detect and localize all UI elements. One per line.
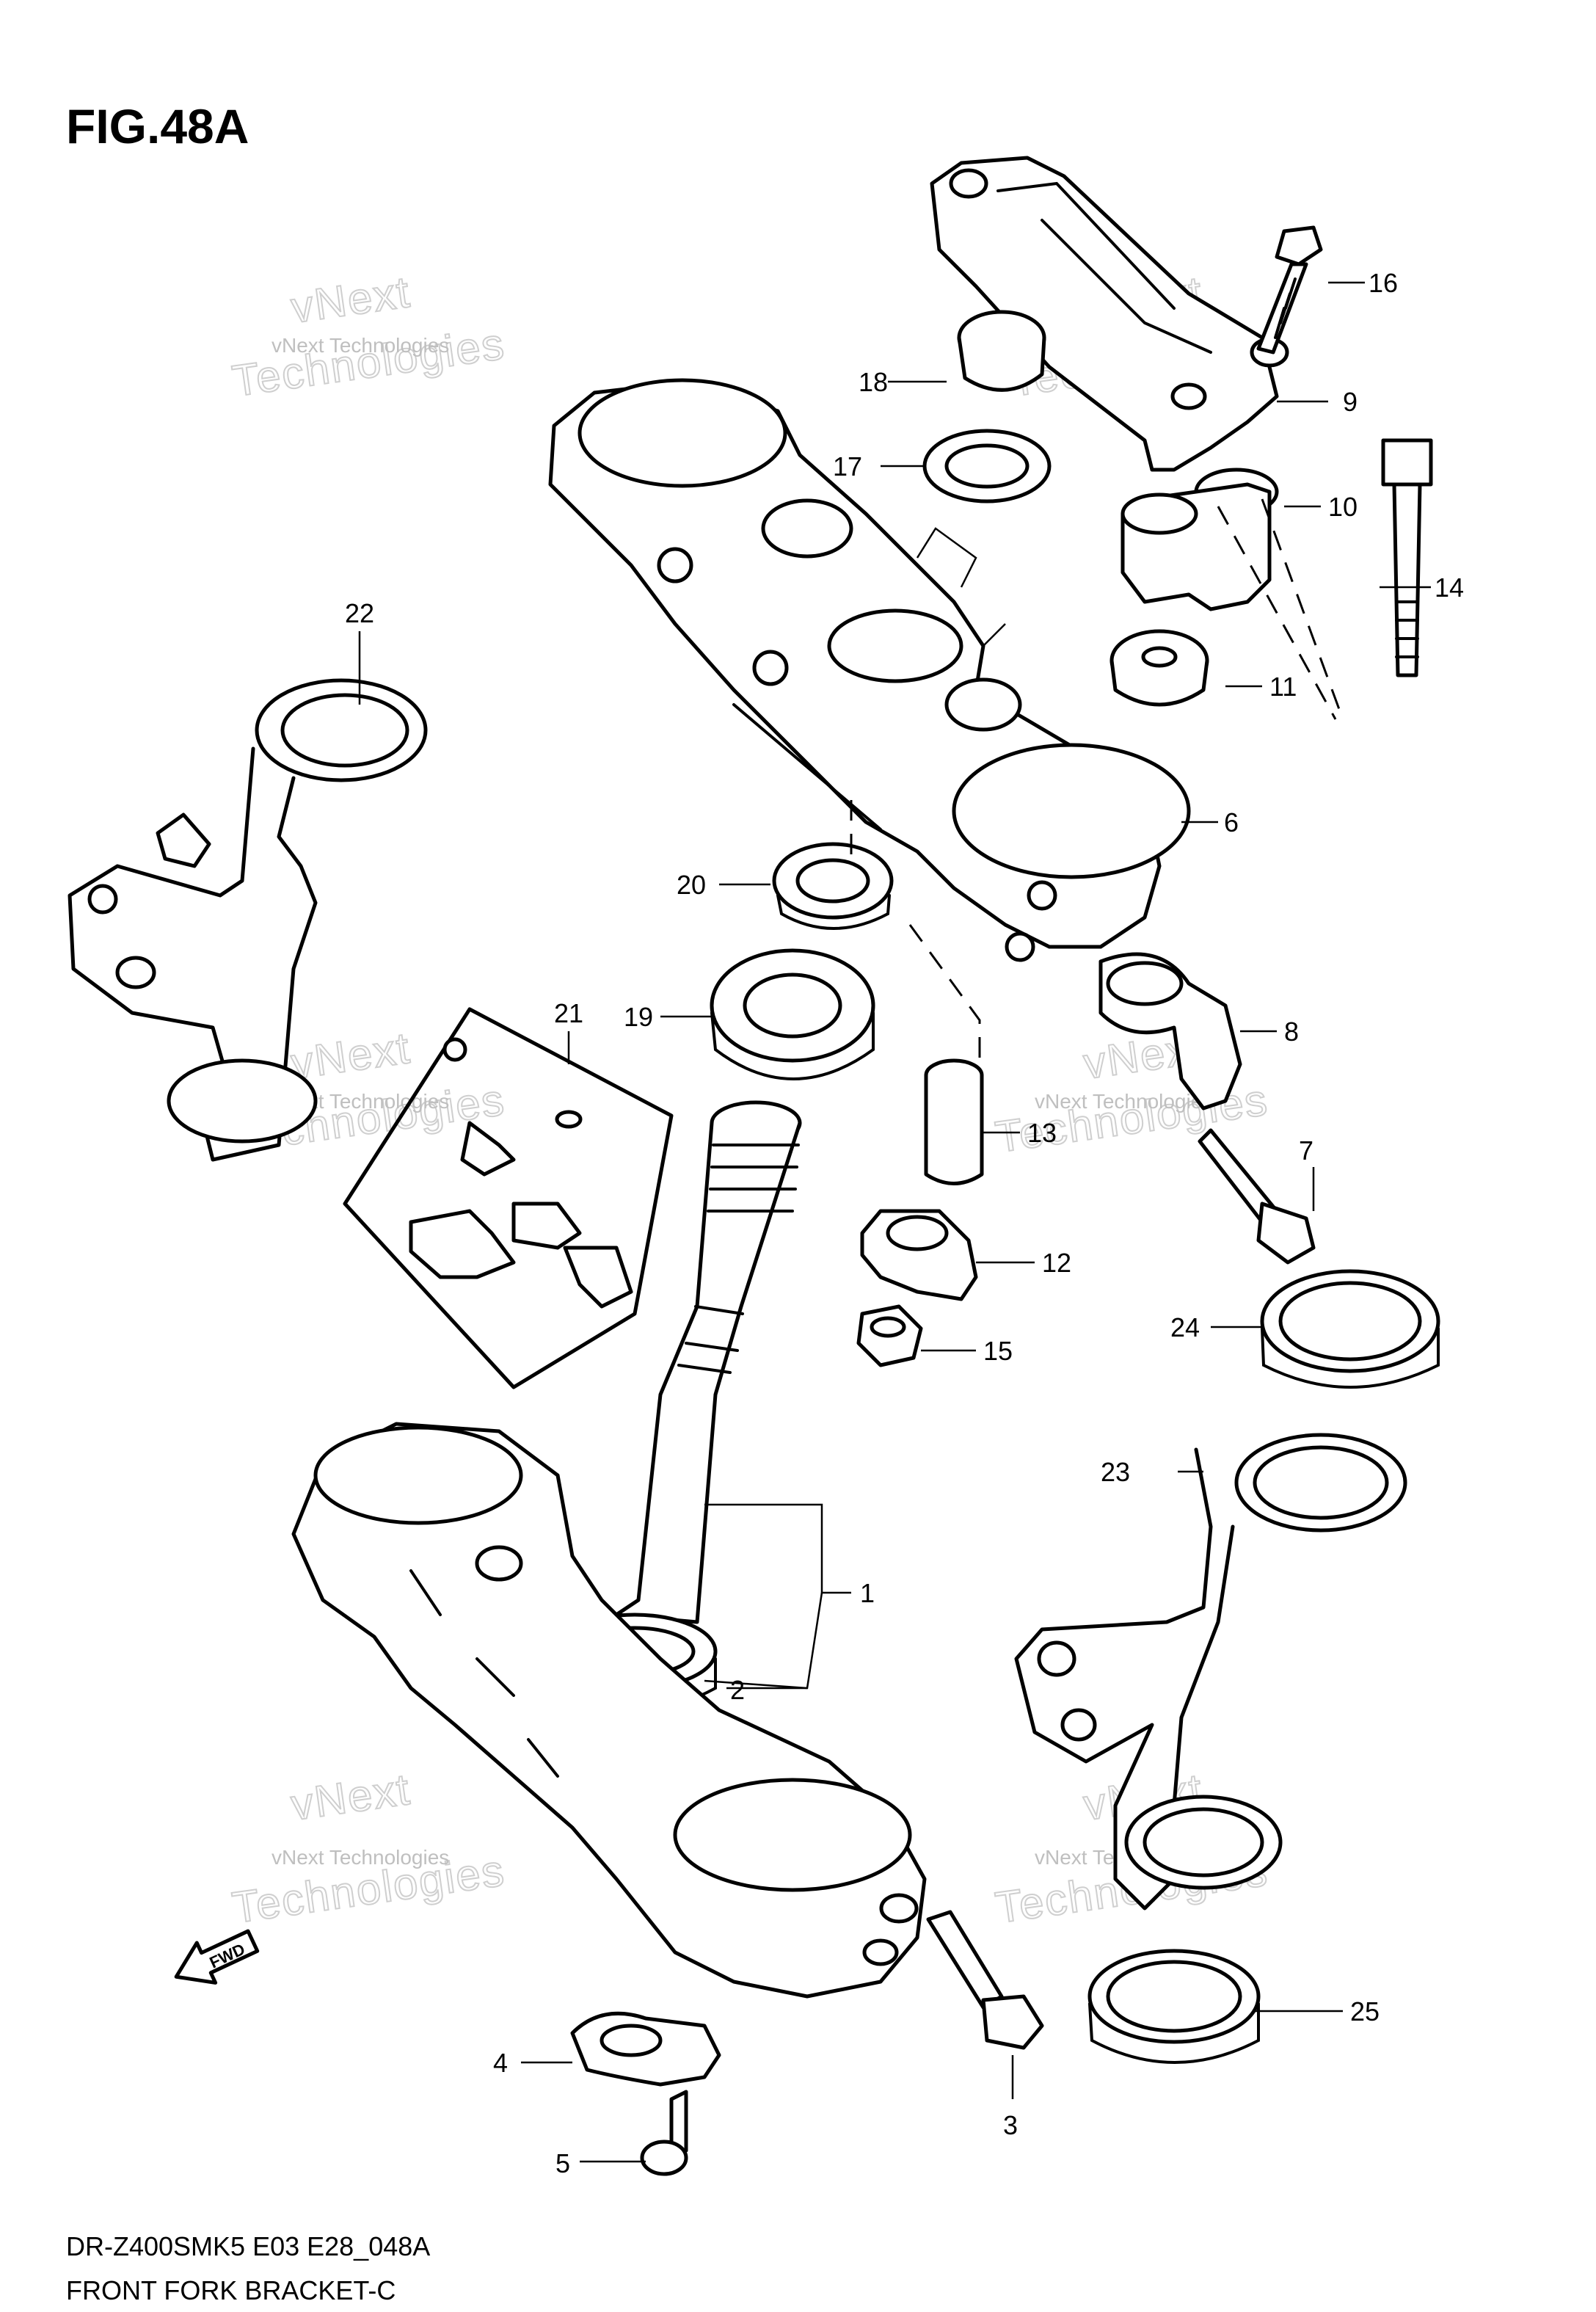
- part-7-bolt: [1198, 1128, 1316, 1265]
- callout-1: 1: [860, 1578, 875, 1608]
- callout-leaders: [358, 281, 1431, 2163]
- figure-title: FIG.48A: [66, 99, 249, 153]
- part-20-steering-nut: [772, 842, 894, 930]
- part-21-kit: [343, 1007, 674, 1389]
- watermark-brand: vNext: [288, 1764, 413, 1830]
- watermark-small: vNext Technologies: [272, 334, 449, 357]
- part-5-small-bolt: [640, 2090, 688, 2176]
- callout-labels: 1 2 3 4 5 6 7 8 9 10 11 12 13 14 15 16 1…: [345, 268, 1464, 2178]
- assembly-guides: [850, 498, 1344, 1064]
- part-10-collar: [1121, 468, 1279, 611]
- part-12-holder: [860, 1209, 978, 1301]
- part-19-bearing: [710, 948, 875, 1080]
- diagram-caption: FRONT FORK BRACKET-C: [66, 2275, 396, 2305]
- part-23-bracket: [1014, 1433, 1407, 1911]
- part-6-upper-bracket: [548, 378, 1191, 962]
- part-22-bracket: [68, 678, 428, 1162]
- watermark-brand: vNext: [288, 267, 413, 332]
- model-code: DR-Z400SMK5 E03 E28_048A: [66, 2231, 430, 2261]
- callout-5: 5: [555, 2148, 570, 2178]
- callout-21: 21: [554, 998, 583, 1028]
- callout-23: 23: [1101, 1457, 1130, 1487]
- part-24-dust-ring: [1260, 1269, 1440, 1389]
- watermark-bottom-left: vNext Technologies vNext Technologies: [228, 1764, 509, 1933]
- callout-7: 7: [1299, 1135, 1313, 1166]
- fwd-arrow-icon: FWD: [174, 1929, 260, 1985]
- callout-4: 4: [493, 2048, 508, 2078]
- watermark-brand: vNext: [288, 1023, 413, 1088]
- part-13-pin: [924, 1058, 984, 1185]
- callout-10: 10: [1328, 492, 1358, 522]
- part-16-bolt: [1256, 225, 1323, 355]
- callout-25: 25: [1350, 1996, 1380, 2026]
- callout-8: 8: [1284, 1017, 1299, 1047]
- callout-19: 19: [624, 1002, 653, 1032]
- part-8-clamp: [1098, 952, 1242, 1110]
- part-18-cap: [957, 310, 1046, 392]
- watermark-small: vNext Technologies: [1035, 1090, 1212, 1113]
- watermark-large: Technologies: [229, 319, 508, 405]
- callout-18: 18: [859, 367, 888, 397]
- callout-3: 3: [1003, 2110, 1018, 2140]
- part-11-damper: [1109, 629, 1209, 707]
- callout-16: 16: [1369, 268, 1398, 298]
- part-15-nut: [856, 1304, 923, 1367]
- callout-13: 13: [1027, 1118, 1057, 1148]
- callout-17: 17: [833, 451, 862, 481]
- part-17-washer: [922, 429, 1052, 504]
- callout-2: 2: [730, 1675, 745, 1705]
- callout-24: 24: [1170, 1312, 1200, 1342]
- callout-6: 6: [1224, 807, 1239, 837]
- part-4-clamp: [570, 2011, 721, 2087]
- part-25-dust-ring: [1087, 1949, 1261, 2064]
- part-1-steering-stem: [614, 1100, 802, 1624]
- part-14-long-bolt: [1381, 438, 1433, 677]
- callout-12: 12: [1042, 1248, 1071, 1278]
- callout-14: 14: [1435, 572, 1464, 603]
- callout-22: 22: [345, 598, 374, 628]
- watermark-top-left: vNext Technologies vNext Technologies: [228, 266, 509, 407]
- callout-11: 11: [1269, 672, 1297, 702]
- part-3-bolt: [926, 1910, 1044, 2050]
- callout-9: 9: [1343, 387, 1358, 417]
- callout-20: 20: [677, 870, 706, 900]
- lower-bracket: [291, 1422, 927, 1999]
- callout-15: 15: [983, 1336, 1013, 1366]
- watermark-small: vNext Technologies: [272, 1846, 449, 1869]
